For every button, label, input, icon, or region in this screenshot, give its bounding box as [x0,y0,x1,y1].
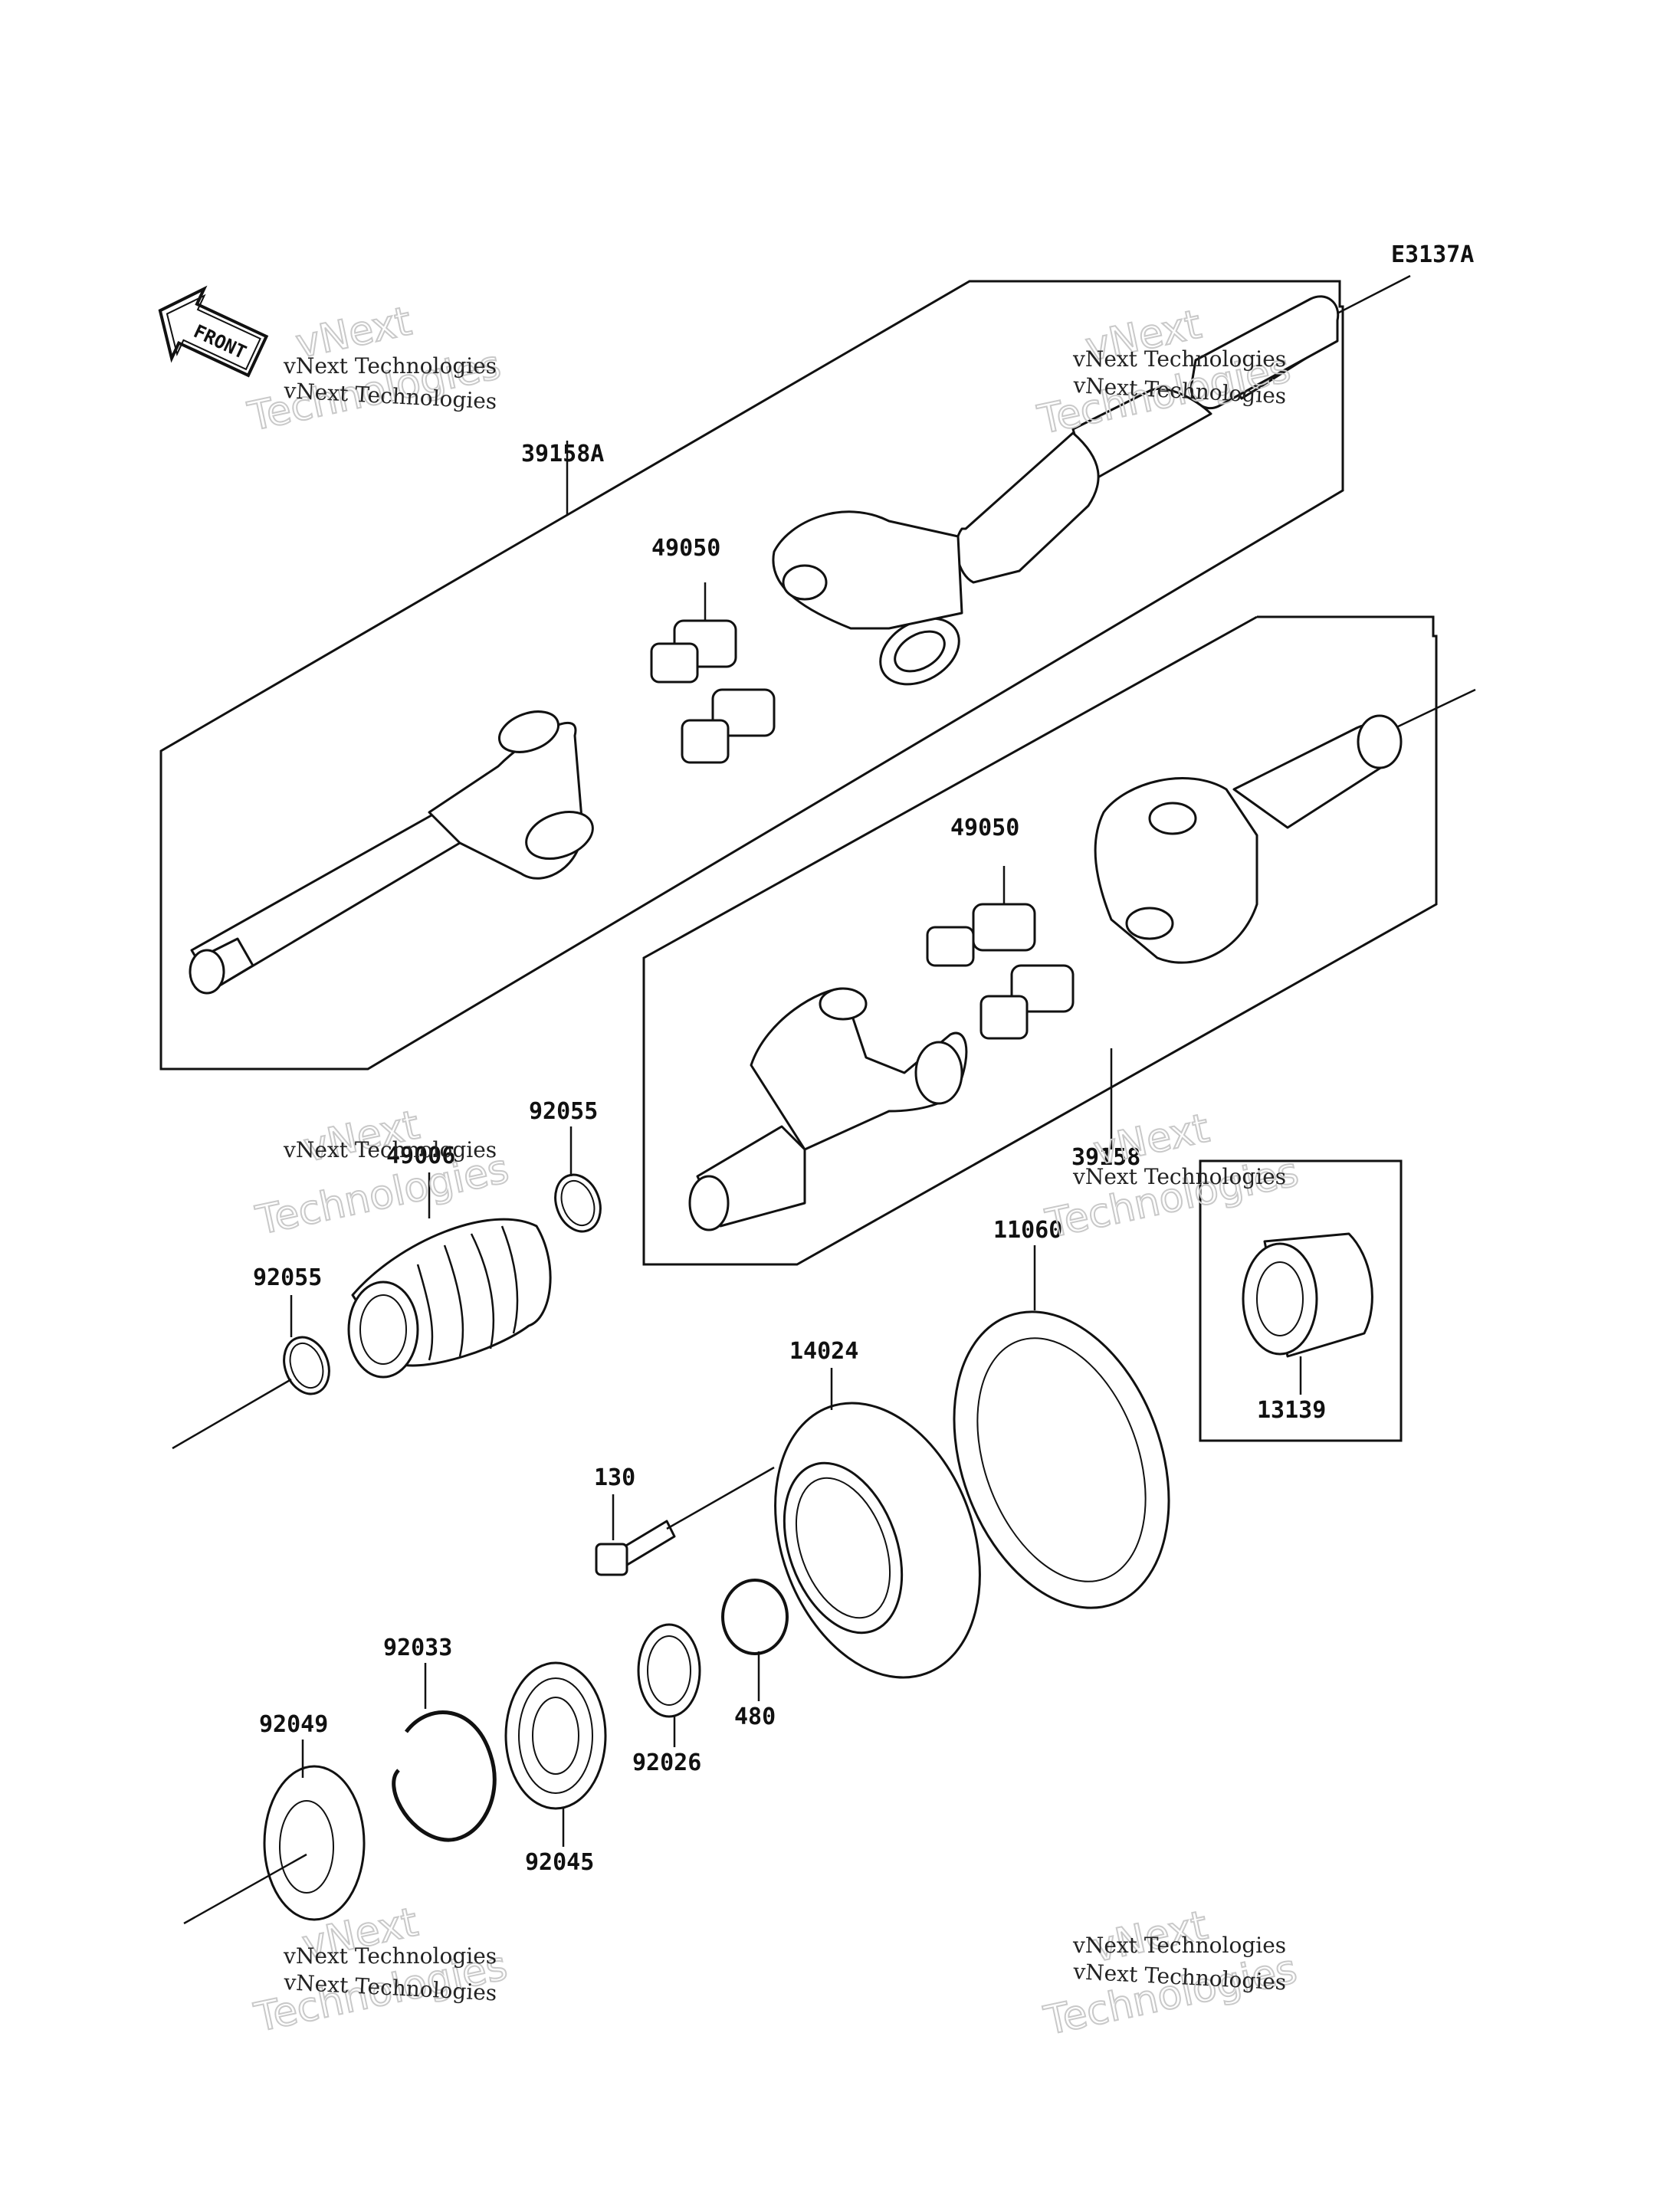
watermark-text-top-right: vNext Technologies [1072,346,1286,372]
coupling-13139-frame [1199,1159,1403,1442]
oring-92055-upper [554,1126,602,1233]
ujoint-49050-upper [650,582,776,764]
part-label-92045: 92045 [525,1849,594,1876]
part-label-92049: 92049 [259,1711,328,1738]
part-label-480: 480 [734,1703,776,1730]
part-label-13139: 13139 [1257,1397,1326,1424]
diagram-code: E3137A [1391,241,1474,268]
part-label-39158A: 39158A [521,441,604,467]
seal-92049 [183,1740,366,1925]
shaft-39158A-left-yoke [189,710,594,995]
watermark-text-mid-right: vNext Technologies [1072,1164,1286,1189]
ujoint-49050-lower [926,866,1075,1040]
washer-92026 [637,1623,701,1747]
part-label-49050-upper: 49050 [651,535,720,562]
bearing-92045 [504,1661,607,1847]
bolt-130 [595,1466,775,1576]
oring-92055-lower [172,1295,330,1450]
watermark-text-bottom-right: vNext Technologies [1072,1933,1286,1958]
watermark-mid-left: vNext Technologies [251,1101,514,1244]
coupling-13139 [1242,1232,1373,1395]
shaft-39158-left-yoke [688,987,968,1231]
part-label-11060: 11060 [993,1217,1062,1244]
watermark-text-bottom-left: vNext Technologies [283,1943,497,1969]
part-label-39158: 39158 [1071,1144,1140,1171]
boot-49006 [347,1172,552,1379]
shaft-39158-frame [642,615,1476,1266]
housing-14024 [774,1368,981,1679]
snapring-92033 [392,1663,497,1842]
shaft-39158A-right-yoke [772,295,1340,686]
watermark-text-mid-left: vNext Technologies [283,1137,497,1162]
part-label-92055-upper: 92055 [529,1098,598,1125]
part-label-14024: 14024 [789,1338,858,1365]
gasket-11060 [953,1245,1170,1609]
part-label-92055-lower: 92055 [253,1264,322,1291]
circlip-480 [721,1579,789,1701]
shaft-39158-right-yoke [1094,714,1403,964]
front-arrow-icon: FRONT [158,285,269,378]
part-label-92033: 92033 [383,1635,452,1661]
part-label-49006: 49006 [386,1143,455,1169]
part-label-49050-lower: 49050 [950,815,1019,841]
part-label-130: 130 [594,1464,635,1491]
watermark-text-top-left: vNext Technologies [283,353,497,379]
part-label-92026: 92026 [632,1749,701,1776]
